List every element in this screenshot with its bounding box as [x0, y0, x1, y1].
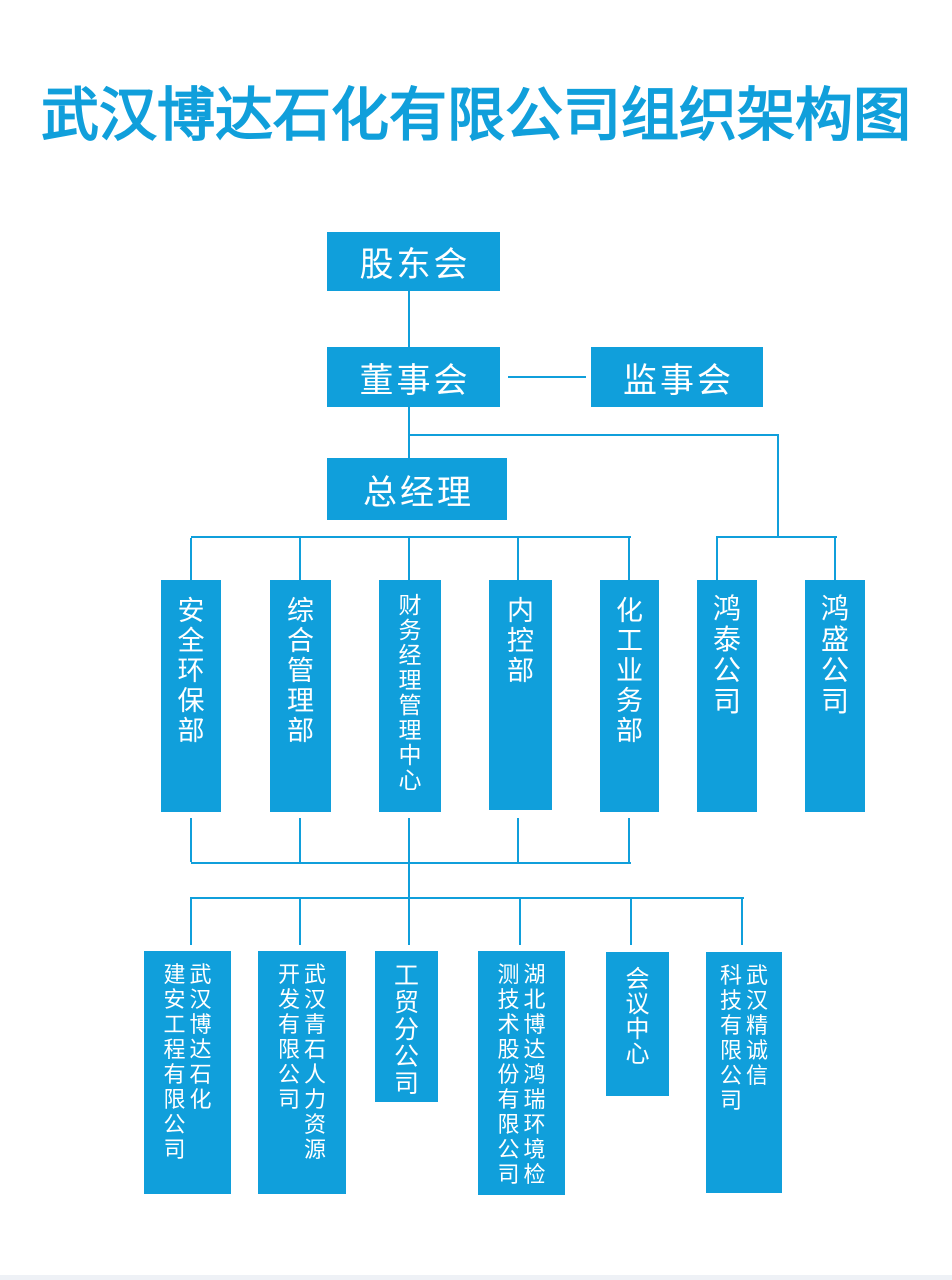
- connector-drop-dept-2: [299, 538, 301, 580]
- node-company-hongtai: 鸿 泰 公 司: [697, 580, 757, 812]
- connector-companies-bracket: [716, 536, 837, 538]
- node-subsidiary-conference-center: 会 议 中 心: [606, 952, 669, 1096]
- connector-drop-dept-4: [517, 538, 519, 580]
- connector-collector-drop: [408, 862, 410, 897]
- node-label: 监事会: [623, 361, 734, 400]
- node-board-of-directors: 董事会: [327, 347, 500, 407]
- node-label: 工 贸 分 公 司: [393, 962, 419, 1098]
- node-subsidiary-construction-engineering: 武 汉 博 达 石 化 建 安 工 程 有 限 公 司: [144, 951, 231, 1194]
- node-label: 股东会: [359, 246, 471, 284]
- connector-drop-subsidiary-3: [408, 897, 410, 945]
- connector-drop-dept-3: [408, 538, 410, 580]
- node-subsidiary-environmental-testing: 湖 北 博 达 鸿 瑞 环 境 检 测 技 术 股 份 有 限 公 司: [478, 951, 565, 1195]
- connector-drop-subsidiary-4: [519, 897, 521, 945]
- node-label-col-2: 建 安 工 程 有 限 公 司: [163, 962, 186, 1162]
- node-label: 会 议 中 心: [625, 966, 650, 1068]
- node-dept-general-management: 综 合 管 理 部: [270, 580, 331, 812]
- node-general-manager: 总经理: [327, 458, 507, 520]
- node-dept-finance-management-center: 财 务 经 理 管 理 中 心: [379, 580, 441, 812]
- connector-shareholders-board: [408, 291, 410, 347]
- node-label-col-1: 武 汉 青 石 人 力 资 源: [304, 962, 327, 1162]
- connector-riser-dept-3: [408, 818, 410, 862]
- node-company-hongsheng: 鸿 盛 公 司: [805, 580, 865, 812]
- node-subsidiary-human-resources: 武 汉 青 石 人 力 资 源 开 发 有 限 公 司: [258, 951, 346, 1194]
- node-label-col-2: 测 技 术 股 份 有 限 公 司: [497, 962, 520, 1187]
- connector-drop-hongtai: [716, 538, 718, 580]
- node-label: 财 务 经 理 管 理 中 心: [398, 592, 422, 793]
- node-label: 内 控 部: [507, 596, 534, 686]
- node-label: 安 全 环 保 部: [177, 596, 205, 746]
- node-label: 化 工 业 务 部: [616, 596, 643, 746]
- connector-departments-bracket: [191, 536, 631, 538]
- connector-collector-bracket: [191, 862, 631, 864]
- node-label-col-2: 开 发 有 限 公 司: [277, 962, 300, 1112]
- connector-board-gm: [408, 407, 410, 458]
- connector-board-supervisory: [508, 376, 586, 378]
- node-label: 鸿 泰 公 司: [712, 593, 741, 717]
- node-subsidiary-industry-trade-branch: 工 贸 分 公 司: [375, 951, 438, 1102]
- node-dept-safety-environment: 安 全 环 保 部: [161, 580, 221, 812]
- connector-riser-dept-2: [299, 818, 301, 862]
- connector-drop-subsidiary-6: [741, 897, 743, 945]
- node-label: 总经理: [363, 473, 474, 512]
- connector-branch-drop: [777, 434, 779, 538]
- footer-strip: [0, 1275, 952, 1280]
- connector-riser-dept-4: [517, 818, 519, 862]
- node-label-col-1: 武 汉 精 诚 信: [746, 963, 769, 1088]
- node-dept-internal-control: 内 控 部: [489, 580, 552, 810]
- connector-drop-hongsheng: [834, 538, 836, 580]
- connector-drop-subsidiary-2: [299, 897, 301, 945]
- node-label-col-1: 武 汉 博 达 石 化: [189, 962, 212, 1112]
- node-label-col-2: 科 技 有 限 公 司: [719, 963, 742, 1113]
- node-label: 董事会: [359, 361, 471, 400]
- connector-board-companies-branch: [408, 434, 779, 436]
- connector-drop-subsidiary-1: [190, 897, 192, 945]
- connector-drop-dept-5: [628, 538, 630, 580]
- connector-subsidiaries-bracket: [191, 897, 744, 899]
- page-title: 武汉博达石化有限公司组织架构图: [40, 83, 911, 148]
- connector-drop-dept-1: [190, 538, 192, 580]
- connector-riser-dept-1: [190, 818, 192, 862]
- connector-drop-subsidiary-5: [630, 897, 632, 945]
- node-label: 鸿 盛 公 司: [820, 593, 849, 717]
- node-supervisory-board: 监事会: [591, 347, 763, 407]
- node-dept-chemical-business: 化 工 业 务 部: [600, 580, 659, 812]
- node-label-col-1: 湖 北 博 达 鸿 瑞 环 境 检: [523, 962, 546, 1187]
- node-subsidiary-jingchengxin-technology: 武 汉 精 诚 信 科 技 有 限 公 司: [706, 952, 782, 1193]
- node-shareholders-meeting: 股东会: [327, 232, 500, 291]
- connector-riser-dept-5: [628, 818, 630, 862]
- node-label: 综 合 管 理 部: [287, 596, 314, 746]
